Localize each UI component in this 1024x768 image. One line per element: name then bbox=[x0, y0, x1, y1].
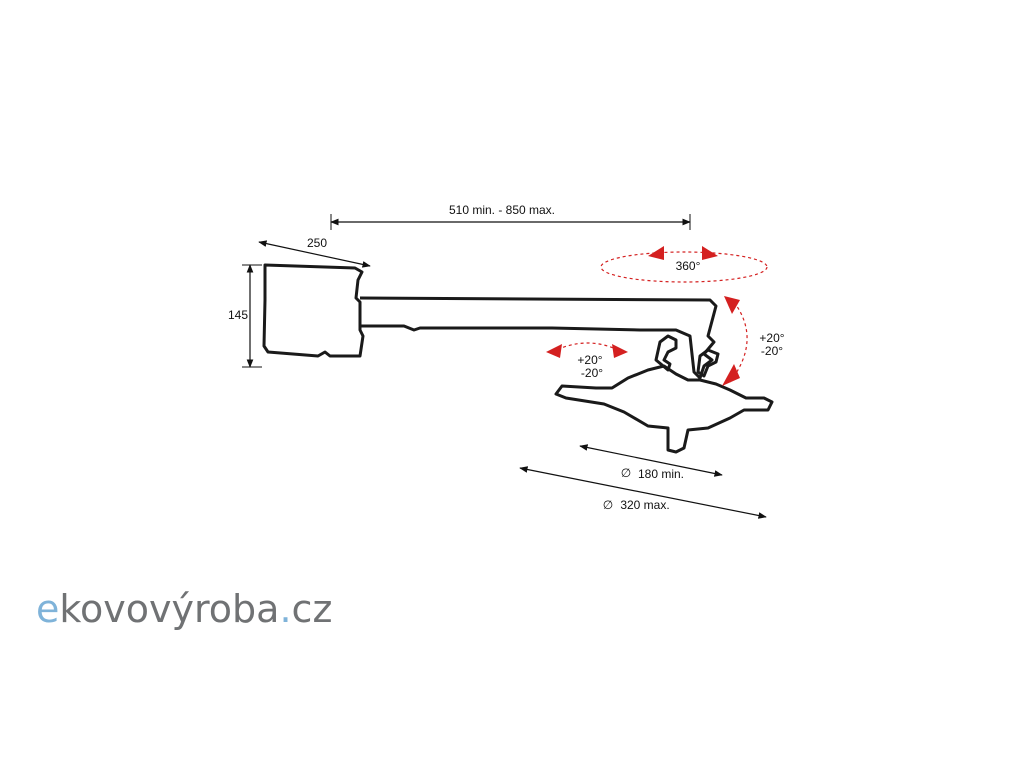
max-diameter-label: 320 max. bbox=[620, 498, 669, 512]
logo-kovovyroba: kovovýroba bbox=[59, 587, 280, 631]
ekovovyroba-logo: ekovovýroba.cz bbox=[36, 590, 332, 628]
base-width-label: 250 bbox=[307, 236, 327, 250]
base-height-label: 145 bbox=[228, 308, 248, 322]
arm-length-label: 510 min. - 850 max. bbox=[449, 203, 555, 217]
max-diameter-dimension-line bbox=[519, 466, 767, 519]
tilt-arrow-bottom bbox=[722, 364, 740, 386]
swivel-label: 360° bbox=[676, 259, 701, 273]
roll-minus-label: -20° bbox=[581, 366, 603, 380]
base-width-dimension-line bbox=[258, 240, 371, 268]
ceiling-plate-outline bbox=[262, 263, 365, 358]
swivel-dashed-path bbox=[600, 251, 768, 283]
min-diameter-label: 180 min. bbox=[638, 467, 684, 481]
min-diameter-symbol: ∅ bbox=[621, 466, 631, 480]
roll-knob-outline bbox=[696, 348, 720, 378]
logo-e: e bbox=[36, 587, 60, 631]
tilt-knob-outline bbox=[654, 334, 678, 372]
roll-arrow-right bbox=[612, 344, 628, 358]
tilt-minus-label: -20° bbox=[761, 344, 783, 358]
logo-dot: . bbox=[279, 587, 292, 631]
tilt-plus-label: +20° bbox=[759, 331, 784, 345]
max-diameter-symbol: ∅ bbox=[603, 498, 613, 512]
roll-plus-label: +20° bbox=[577, 353, 602, 367]
telescopic-arm-outline bbox=[359, 296, 718, 380]
roll-dashed-arc bbox=[551, 342, 623, 353]
swivel-arrow-left bbox=[648, 246, 664, 260]
spider-bracket-outline bbox=[554, 364, 774, 454]
swivel-arrow-right bbox=[702, 246, 718, 260]
roll-arrow-left bbox=[546, 344, 562, 358]
tilt-arrow-top bbox=[724, 296, 740, 314]
logo-cz: cz bbox=[291, 587, 333, 631]
